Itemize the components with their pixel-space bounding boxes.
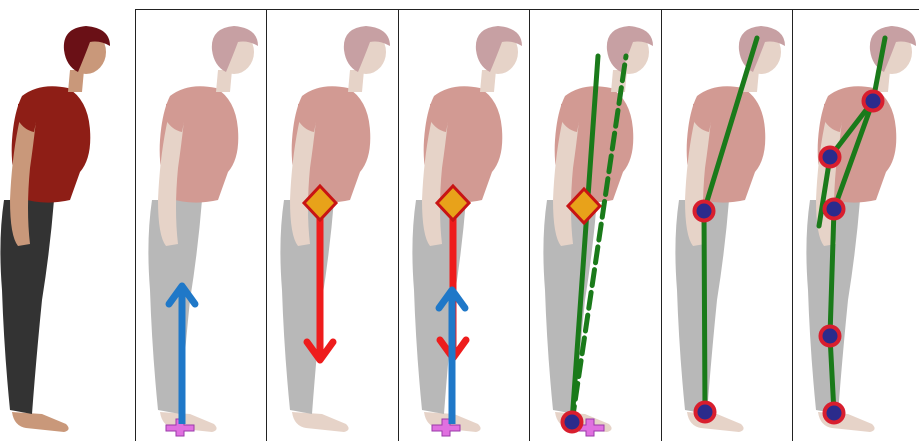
knee-joint [821,327,840,346]
shoulder-joint [864,92,883,111]
elbow-joint [821,148,840,167]
person-figure-2 [148,26,258,432]
hip-joint [695,202,714,221]
ankle-joint [563,413,582,432]
person-figure-1 [0,26,110,432]
person-figure-3 [280,26,390,432]
person-figure-4 [412,26,522,432]
person-figure-6 [675,26,785,432]
foot [292,412,349,432]
hip-joint [825,200,844,219]
person-figure-7 [806,26,916,432]
foot [12,412,69,432]
ankle-joint [825,404,844,423]
ankle-joint [696,403,715,422]
